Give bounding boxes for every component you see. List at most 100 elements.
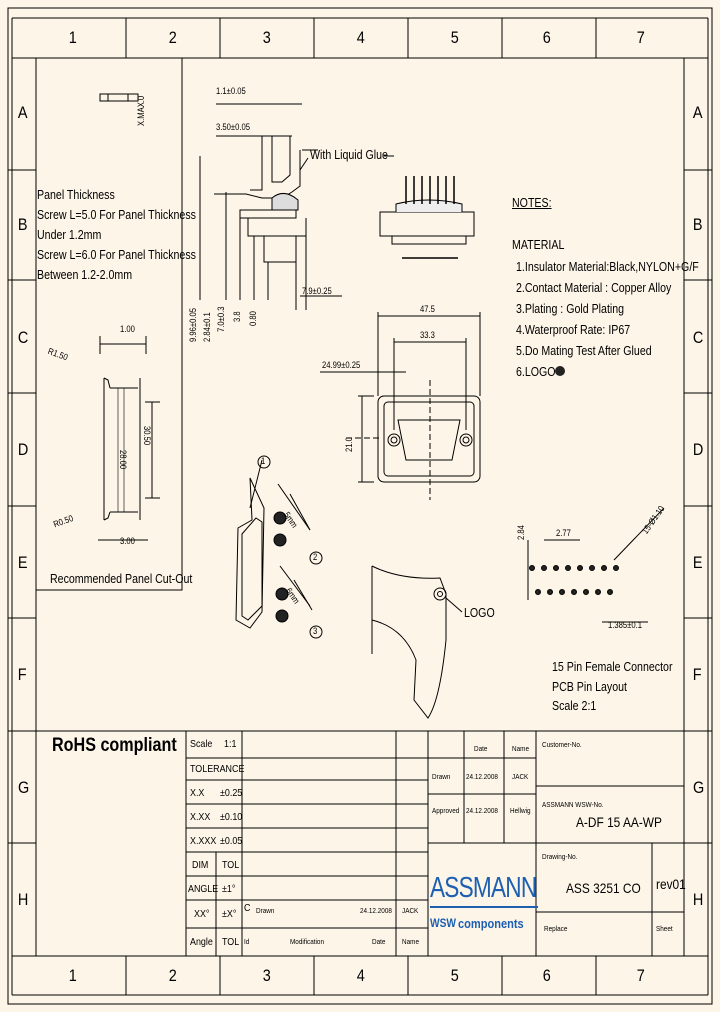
col-label-7-bottom: 7 <box>636 966 645 985</box>
dim-v4: 3.8 <box>232 311 242 322</box>
panel-thickness-title: Panel Thickness <box>37 188 115 202</box>
col-label-7: 7 <box>636 28 645 47</box>
col-label-2-bottom: 2 <box>168 966 177 985</box>
tol-val-4: TOL <box>222 859 240 871</box>
panel-line-2: Under 1.2mm <box>37 228 102 242</box>
scale-value: 1:1 <box>224 738 237 750</box>
panel-line-3: Screw L=6.0 For Panel Thickness <box>37 248 196 262</box>
col-label-4-bottom: 4 <box>356 966 365 985</box>
row-label-c-right: C <box>692 328 704 347</box>
row-label-a-right: A <box>692 103 703 122</box>
pcb-dim-1-385: 1.385±0.1 <box>608 620 642 630</box>
row-label-h: H <box>17 890 29 909</box>
dim-33-3: 33.3 <box>420 330 435 340</box>
row-label-g-right: G <box>692 778 705 797</box>
col-label-6-bottom: 6 <box>542 966 551 985</box>
note-item-2: 2.Contact Material : Copper Alloy <box>516 281 672 295</box>
col-label-5: 5 <box>450 28 459 47</box>
col-label-5-bottom: 5 <box>450 966 459 985</box>
customer-no-label: Customer-No. <box>542 740 582 749</box>
col-label-1: 1 <box>68 28 77 47</box>
rev-name: JACK <box>402 906 419 915</box>
rev-mod: Drawn <box>256 906 275 915</box>
tol-val-1: ±0.25 <box>220 787 243 799</box>
rev-date: 24.12.2008 <box>360 906 392 915</box>
col-id: Id <box>244 937 250 946</box>
pcb-dim-2-84: 2.84 <box>516 525 526 540</box>
logo-text-bottom: components <box>458 916 524 931</box>
row-label-a: A <box>17 103 28 122</box>
dim-1-00: 1.00 <box>120 324 135 334</box>
col-name: Name <box>402 937 420 946</box>
assmann-no-label: ASSMANN WSW-No. <box>542 800 604 809</box>
tol-val-7: TOL <box>222 936 240 948</box>
tol-val-5: ±1° <box>222 883 236 895</box>
row-label-e: E <box>17 553 28 572</box>
logo-label: LOGO <box>464 606 495 620</box>
tol-val-2: ±0.10 <box>220 811 243 823</box>
tol-key-5: ANGLE <box>188 883 219 895</box>
row-label-e-right: E <box>692 553 703 572</box>
tol-key-6: XX° <box>194 908 210 920</box>
dim-max: X.MAX.0 <box>136 95 146 126</box>
row-label-c: C <box>17 328 29 347</box>
pcb-caption-3: Scale 2:1 <box>552 699 597 713</box>
rohs-label: RoHS compliant <box>52 735 177 756</box>
dim-21-0: 21.0 <box>344 437 354 452</box>
col-modification: Modification <box>290 937 325 946</box>
tol-key-3: X.XXX <box>190 835 217 847</box>
row-label-b-right: B <box>692 215 703 234</box>
rev-id: C <box>244 902 251 914</box>
drawing-no: ASS 3251 CO <box>566 880 641 896</box>
replace-label: Replace <box>544 924 568 933</box>
col-date: Date <box>372 937 386 946</box>
logo-rule <box>430 906 538 908</box>
note-item-4: 4.Waterproof Rate: IP67 <box>516 323 631 337</box>
sheet-label: Sheet <box>656 924 673 933</box>
approved-date: 24.12.2008 <box>466 806 498 815</box>
note-item-5: 5.Do Mating Test After Glued <box>516 344 652 358</box>
dim-v5: 0.80 <box>248 311 258 326</box>
scale-label: Scale <box>190 738 213 750</box>
row-label-b: B <box>17 215 28 234</box>
revision: rev01 <box>656 876 686 892</box>
row-label-d: D <box>17 440 29 459</box>
col-label-1-bottom: 1 <box>68 966 77 985</box>
dim-v1: 9.96±0.05 <box>188 308 198 342</box>
dim-side-1: 1.1±0.05 <box>216 86 246 96</box>
pcb-caption-2: PCB Pin Layout <box>552 680 628 694</box>
callout-2: 2 <box>313 552 318 562</box>
drawn-label: Drawn <box>432 772 451 781</box>
callout-1: 1 <box>261 456 266 466</box>
note-item-1: 1.Insulator Material:Black,NYLON+G/F <box>516 260 699 274</box>
glue-label: With Liquid Glue <box>310 148 388 162</box>
dim-7-9: 7.9±0.25 <box>302 286 332 296</box>
note-item-6: 6.LOGO <box>516 365 556 379</box>
dim-v3: 7.0±0.3 <box>216 306 226 332</box>
col-label-6: 6 <box>542 28 551 47</box>
drawn-name: JACK <box>512 772 529 781</box>
assmann-logo: ASSMANN WSW components <box>430 868 538 938</box>
tol-key-1: X.X <box>190 787 205 799</box>
approved-label: Approved <box>432 806 460 815</box>
approved-name: Hellwig <box>510 806 531 815</box>
panel-line-4: Between 1.2-2.0mm <box>37 268 133 282</box>
tol-key-4: DIM <box>192 859 209 871</box>
dim-3-00: 3.00 <box>120 536 135 546</box>
col-label-2: 2 <box>168 28 177 47</box>
dim-30-50: 30.50 <box>142 426 152 446</box>
tolerance-label: TOLERANCE <box>190 763 245 775</box>
dim-v2: 2.84±0.1 <box>202 312 212 342</box>
callout-3: 3 <box>313 626 318 636</box>
logo-text-top: ASSMANN <box>430 872 537 904</box>
panel-line-1: Screw L=5.0 For Panel Thickness <box>37 208 196 222</box>
notes-material: MATERIAL <box>512 238 565 252</box>
row-label-h-right: H <box>692 890 704 909</box>
tol-key-2: X.XX <box>190 811 211 823</box>
col-label-3: 3 <box>262 28 271 47</box>
row-label-g: G <box>17 778 30 797</box>
assmann-no: A-DF 15 AA-WP <box>576 814 662 830</box>
dim-side-2: 3.50±0.05 <box>216 122 250 132</box>
note-item-3: 3.Plating : Gold Plating <box>516 302 625 316</box>
